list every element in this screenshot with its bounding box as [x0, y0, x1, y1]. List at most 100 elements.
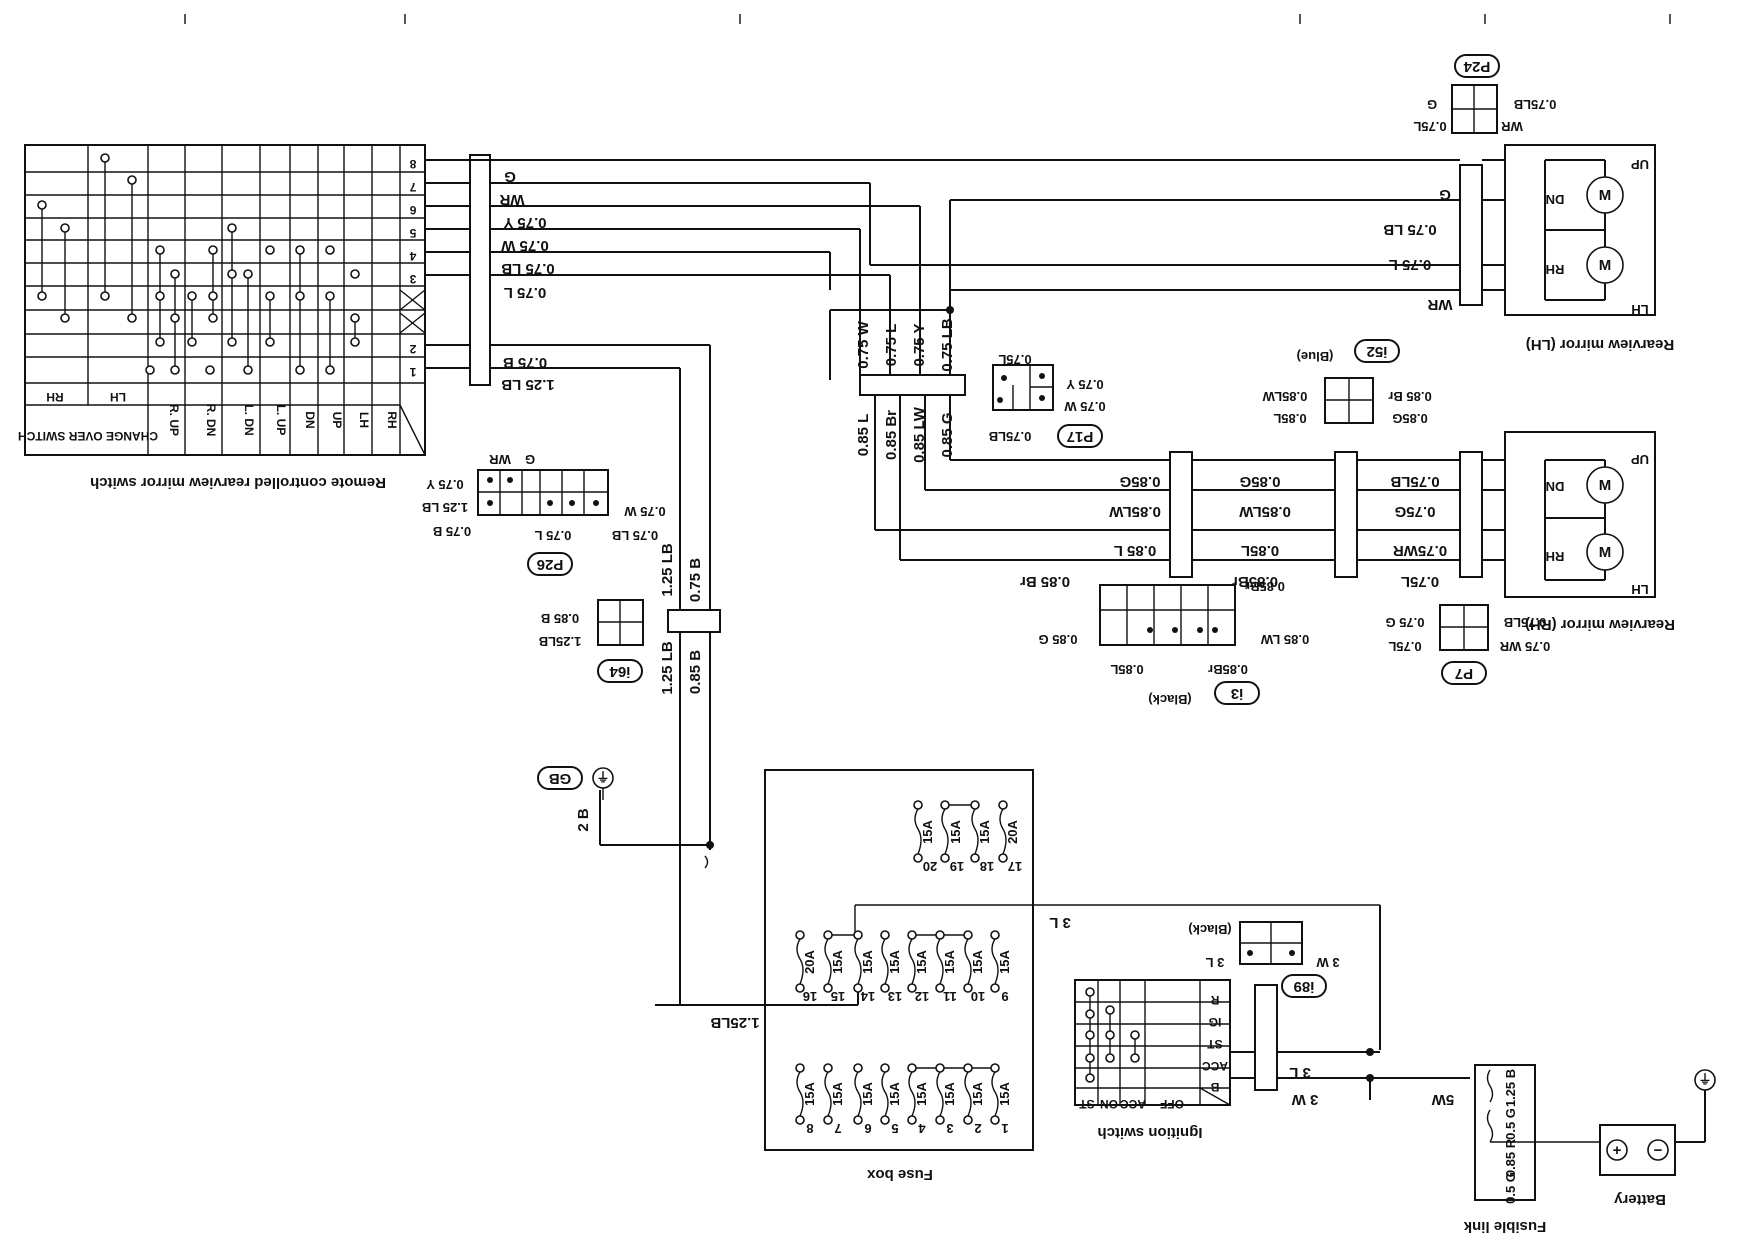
connector-i89: i89 (Black) 3 W 3 L [1188, 921, 1340, 998]
fuse-15: 15A [830, 949, 845, 973]
lh-wire-l: 0.75 L [1389, 256, 1432, 273]
connector-i64: i64 0.85 B 1.25LB [539, 599, 644, 683]
fuse-5: 15A [887, 1081, 902, 1105]
i64-pin-2: 1.25LB [539, 634, 582, 649]
wire-g: G [504, 168, 516, 185]
p17-pin-4: 0.75LB [989, 429, 1032, 444]
i64-id: i64 [609, 663, 631, 680]
row-1: 1 [409, 365, 416, 379]
ign-row-acc: ACC [1202, 1059, 1228, 1073]
rh-wire-g1: 0.85G [1120, 473, 1161, 490]
connector-p26: P26 0.75 Y 1.25 LB 0.75 B G WR 0.75 W 0.… [422, 452, 666, 576]
wire-wr: WR [499, 191, 524, 208]
ign-pos-on: ON [1100, 1097, 1118, 1111]
fuse-14: 15A [860, 949, 875, 973]
p26-pin-2: 1.25 LB [422, 500, 468, 515]
connector-i3: i3 (Black) 0.85Br 0.85 LW 0.85 G 0.85L 0… [1038, 579, 1309, 707]
ign-pos-off: OFF [1160, 1097, 1184, 1111]
fuse-2: 15A [970, 1081, 985, 1105]
row-6: 6 [409, 203, 416, 217]
v2-wire-br: 0.85 Br [883, 410, 900, 460]
center-splice: 0.75 W 0.75 L 0.75 Y 0.75 LB 0.85 L 0.85… [855, 318, 1170, 561]
row-7: 7 [409, 180, 416, 194]
fuse-box: Fuse box 15A 15A 15A 20A 20 19 18 17 [680, 769, 1380, 1183]
p26-pin-1: 0.75 Y [426, 477, 464, 492]
row-5: 5 [409, 226, 416, 240]
rh-wire-g2: 0.85G [1240, 473, 1281, 490]
p7-pin-1: 0.75LB [1504, 615, 1547, 630]
wire-125lb: 1.25 LB [501, 376, 555, 393]
fuse-num-1: 1 [1001, 1121, 1008, 1136]
i52-pin-1: 0.85 Br [1388, 389, 1431, 404]
col-r-dn: R. DN [204, 404, 218, 437]
lh-up: UP [1631, 157, 1649, 172]
i3-pin-1: 0.85Br [1245, 579, 1285, 594]
fuse-19: 15A [948, 819, 963, 843]
fuse-8: 15A [802, 1081, 817, 1105]
rh-rh: RH [1546, 549, 1565, 564]
col-r-up: R. UP [167, 404, 181, 436]
fuse-11: 15A [942, 949, 957, 973]
i52-pin-2: 0.85LW [1262, 389, 1308, 404]
i3-id: i3 [1231, 685, 1244, 702]
fusible-link: 1.25 B 0.5 G 0.85 R 0.5 G Fusible link [1463, 1064, 1600, 1235]
lh-lh: LH [1631, 302, 1648, 317]
p7-pin-2: 0.75 G [1385, 615, 1424, 630]
link-item-1: 1.25 B [1503, 1069, 1518, 1107]
battery: + − ⏚ Battery [1599, 1069, 1716, 1208]
wire-y: 0.75 Y [503, 214, 546, 231]
col-up: UP [330, 412, 344, 429]
ign-row-ig: IG [1209, 1015, 1222, 1029]
fuse-wire-125lb: 1.25LB [710, 1014, 759, 1031]
rh-wire-l1: 0.85 L [1114, 542, 1157, 559]
lh-wire-lb: 0.75 LB [1383, 221, 1437, 238]
connector-i52: i52 (Blue) 0.85 Br 0.85LW 0.85G 0.85L [1262, 339, 1432, 426]
fuse-num-12: 12 [915, 989, 929, 1004]
ign-pos-acc: ACC [1120, 1097, 1146, 1111]
trunk-085b-b: 0.85 B [687, 650, 704, 694]
fuse-20: 15A [920, 819, 935, 843]
fuse-3: 15A [942, 1081, 957, 1105]
header-lh: LH [110, 390, 126, 404]
rh-wire-lw2: 0.85LW [1238, 503, 1291, 520]
col-dn: DN [303, 411, 317, 428]
v2-wire-lw: 0.85 LW [911, 406, 928, 463]
v-wire-lb: 0.75 LB [939, 318, 956, 372]
col-l-up: L. UP [274, 405, 288, 436]
trunk-harness: 1.25 LB 0.75 B 1.25 LB 0.85 B ⏚ GB 2 B [537, 543, 721, 1006]
rh-wire-g3: 0.75G [1395, 503, 1436, 520]
i64-pin-1: 0.85 B [541, 611, 579, 626]
fuse-num-20: 20 [923, 859, 937, 874]
battery-pos: + [1613, 1142, 1622, 1159]
rh-wire-lw1: 0.85LW [1108, 503, 1161, 520]
p7-pin-4: 0.75L [1388, 639, 1421, 654]
i52-id: i52 [1367, 343, 1388, 360]
rh-up: UP [1631, 452, 1649, 467]
p26-pin-3: 0.75 B [433, 524, 471, 539]
fuse-6: 15A [860, 1081, 875, 1105]
fuse-16: 20A [802, 949, 817, 973]
i3-pin-2: 0.85 LW [1260, 632, 1309, 647]
mirror-lh: M M UP DN RH LH Rearview mirror (LH) G 0… [950, 144, 1674, 353]
fuse-num-10: 10 [971, 989, 985, 1004]
rh-wire-l3: 0.75L [1401, 573, 1439, 590]
ign-wire-3l: 3 L [1289, 1064, 1311, 1081]
link-item-2: 0.5 G [1503, 1108, 1518, 1140]
connector-p24: P24 0.75LB G WR 0.75L [1413, 54, 1556, 134]
p7-pin-3: 0.75 WR [1499, 639, 1550, 654]
v-wire-w: 0.75 W [855, 320, 872, 368]
p7-id: P7 [1455, 665, 1473, 682]
connector-p17: P17 0.75L 0.75 Y 0.75 W 0.75LB [989, 352, 1106, 448]
i52-color: (Blue) [1297, 349, 1334, 364]
ign-pos-st: ST [1079, 1097, 1095, 1111]
mirror-lh-label: Rearview mirror (LH) [1526, 336, 1674, 353]
wire-b: 0.75 B [503, 354, 547, 371]
fuse-17: 20A [1005, 819, 1020, 843]
fuse-num-14: 14 [860, 989, 875, 1004]
rh-wire-br1: 0.85 Br [1020, 573, 1070, 590]
fuse-num-9: 9 [1001, 989, 1008, 1004]
fuse-num-17: 17 [1008, 859, 1022, 874]
p26-pin-7: 0.75 LB [612, 528, 658, 543]
fuse-num-4: 4 [918, 1121, 926, 1136]
lh-wire-wr: WR [1427, 296, 1452, 313]
